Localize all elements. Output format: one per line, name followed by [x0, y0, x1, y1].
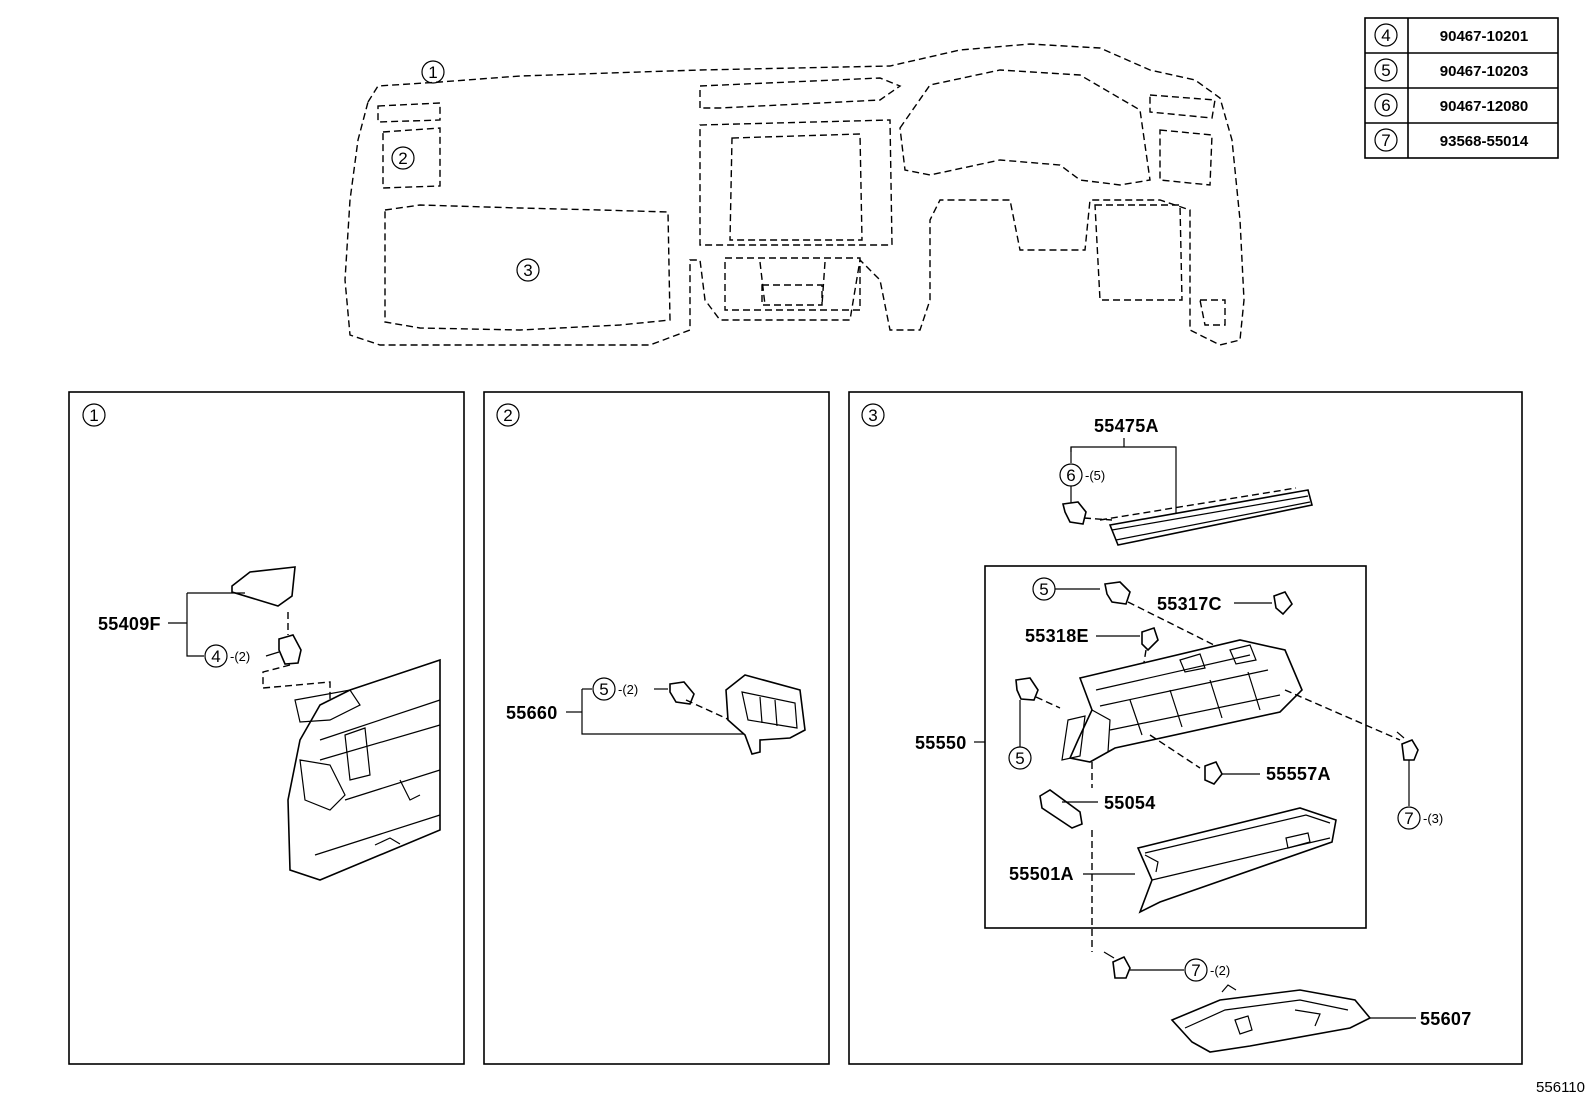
air-vent-illustration [725, 674, 806, 755]
part-number-label: 55318E [1025, 626, 1089, 646]
overview-marker-1: 1 [428, 63, 437, 82]
assembly-group-box [984, 565, 1367, 929]
marker-circle-icon [1397, 806, 1421, 830]
glovebox-illustration [1136, 807, 1337, 914]
damper-part-illustration [1141, 626, 1159, 652]
marker-circle-icon [861, 403, 885, 427]
marker-circle-icon [1008, 746, 1032, 770]
glovebox-door-illustration [1061, 639, 1303, 763]
clip-part-illustration [1015, 677, 1039, 701]
marker-circle-icon [592, 677, 616, 701]
clip-part-illustration [1104, 581, 1131, 605]
fastener-qty: -(2) [230, 649, 250, 664]
part-number-label: 55054 [1104, 793, 1156, 813]
table-marker: 4 [1381, 26, 1390, 45]
clip-part-illustration [1062, 501, 1087, 525]
part-number-label: 55501A [1009, 864, 1074, 884]
overview-marker-2: 2 [398, 149, 407, 168]
part-number-label: 55557A [1266, 764, 1331, 784]
screw-icon [1112, 955, 1131, 979]
table-marker: 6 [1381, 96, 1390, 115]
part-number-label: 55317C [1157, 594, 1222, 614]
fastener-marker: 5 [599, 680, 608, 699]
detail-panel-2: 2 55660 5 -(2) [483, 391, 830, 1065]
marker-circle-icon [1374, 93, 1398, 117]
part-number-label: 55409F [98, 614, 161, 634]
part-number-label: 55475A [1094, 416, 1159, 436]
fastener-marker: 7 [1191, 961, 1200, 980]
fastener-marker: 6 [1066, 466, 1075, 485]
marker-circle-icon [391, 146, 415, 170]
marker-circle-icon [82, 403, 106, 427]
detail-panel-3: 3 55475A 6 -(5) 5 55317C 55318E [848, 391, 1523, 1065]
clip-part-illustration [278, 634, 302, 665]
marker-circle-icon [1374, 128, 1398, 152]
marker-circle-icon [1374, 23, 1398, 47]
fastener-qty: -(2) [618, 682, 638, 697]
fastener-marker: 5 [1015, 749, 1024, 768]
part-number-label: 55607 [1420, 1009, 1472, 1029]
fastener-marker: 4 [211, 647, 220, 666]
detail-panel-1: 1 55409F 4 -(2) [68, 391, 465, 1065]
fastener-marker: 7 [1404, 809, 1413, 828]
table-row: 4 90467-10201 [1374, 23, 1528, 47]
dashboard-section-illustration [287, 658, 441, 881]
fastener-qty: -(5) [1085, 468, 1105, 483]
damper-part-illustration [1273, 591, 1293, 616]
clip-part-illustration [669, 681, 695, 705]
screw-icon [1401, 739, 1419, 761]
marker-circle-icon [496, 403, 520, 427]
table-part-number: 93568-55014 [1440, 133, 1529, 150]
fastener-marker: 5 [1039, 580, 1048, 599]
dashboard-overview: 1 2 3 [344, 43, 1245, 346]
garnish-strip-illustration [1099, 487, 1313, 546]
table-row: 7 93568-55014 [1374, 128, 1529, 152]
fastener-qty: -(2) [1210, 963, 1230, 978]
table-part-number: 90467-12080 [1440, 98, 1528, 115]
table-part-number: 90467-10201 [1440, 28, 1528, 45]
panel-marker: 2 [503, 406, 512, 425]
marker-circle-icon [421, 60, 445, 84]
undercover-illustration [1170, 984, 1372, 1053]
table-row: 6 90467-12080 [1374, 93, 1528, 117]
panel-marker: 3 [868, 406, 877, 425]
table-marker: 7 [1381, 131, 1390, 150]
hinge-part-illustration [1039, 789, 1083, 829]
marker-circle-icon [516, 258, 540, 282]
overview-marker-3: 3 [523, 261, 532, 280]
panel-marker: 1 [89, 406, 98, 425]
marker-circle-icon [1374, 58, 1398, 82]
table-row: 5 90467-10203 [1374, 58, 1528, 82]
fastener-qty: -(3) [1423, 811, 1443, 826]
dashboard-outline [344, 43, 1245, 346]
part-number-label: 55660 [506, 703, 558, 723]
cover-part-illustration [231, 566, 296, 607]
table-marker: 5 [1381, 61, 1390, 80]
stopper-part-illustration [1204, 761, 1223, 785]
marker-circle-icon [204, 644, 228, 668]
table-part-number: 90467-10203 [1440, 63, 1528, 80]
figure-id: 556110 [1536, 1079, 1585, 1096]
marker-circle-icon [1184, 958, 1208, 982]
reference-table: 4 90467-10201 5 90467-10203 6 90467-1208… [1364, 17, 1559, 159]
part-number-label: 55550 [915, 733, 967, 753]
